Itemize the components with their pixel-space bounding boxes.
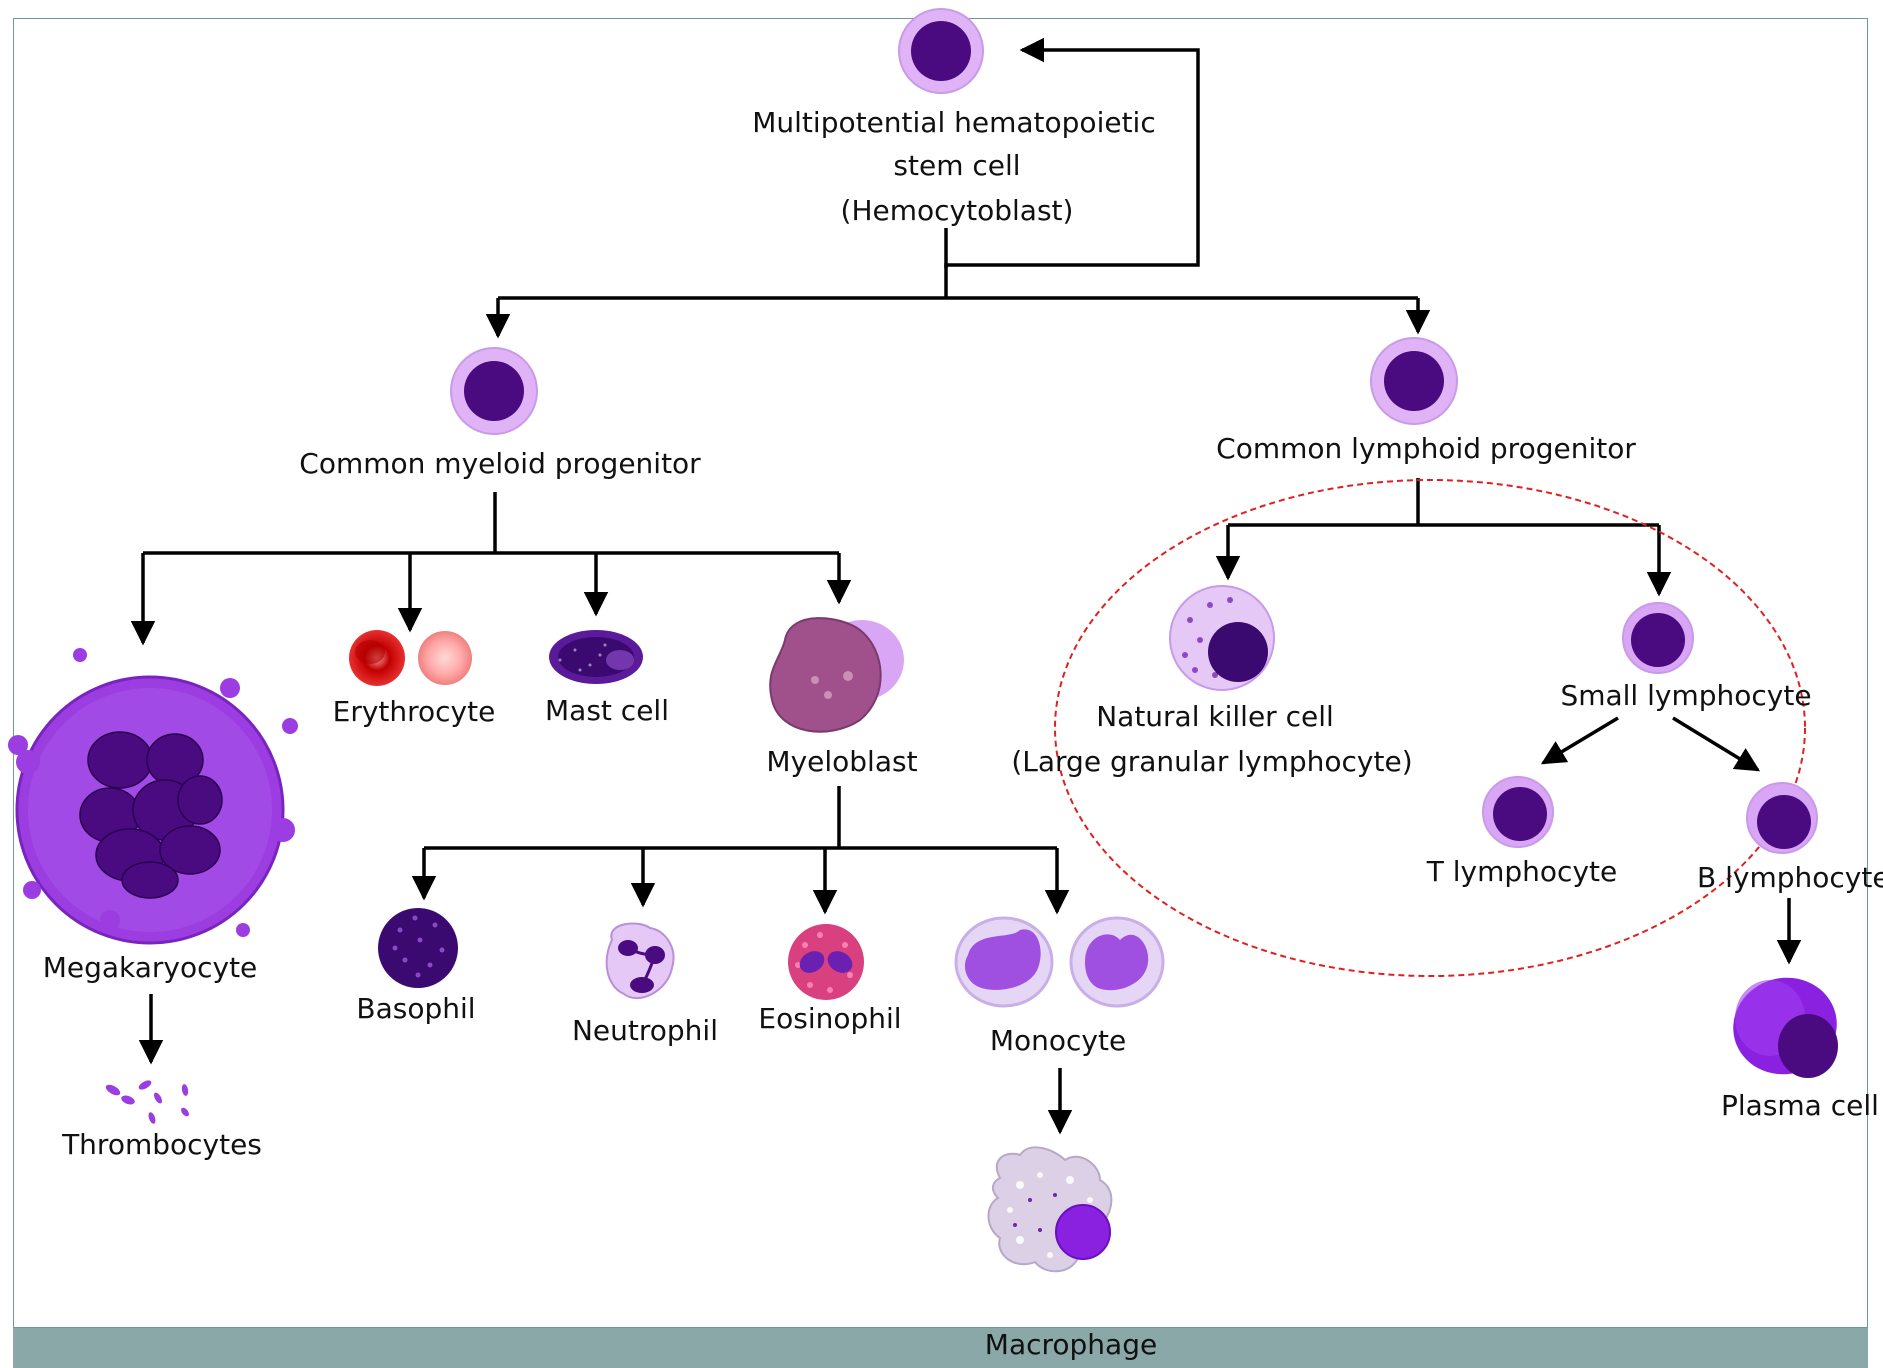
nk-label-line2: (Large granular lymphocyte): [1011, 745, 1412, 778]
basophil-cell: [378, 908, 458, 988]
nk-cell: [1169, 585, 1275, 691]
mast-cell: [549, 630, 643, 684]
macrophage-cell: [987, 1146, 1113, 1273]
mast-cell-label: Mast cell: [545, 694, 669, 727]
thrombocytes-cells: [105, 1080, 189, 1124]
megakaryocyte-cell: [8, 648, 298, 945]
labels: Multipotential hematopoietic stem cell (…: [43, 106, 1883, 1361]
neutrophil-label: Neutrophil: [572, 1014, 718, 1047]
eosinophil-cell: [788, 924, 864, 1000]
lymphoid-highlight-ellipse: [1054, 479, 1806, 977]
arrow-to-b-lymphocyte: [1672, 716, 1761, 772]
t-lymphocyte-label: T lymphocyte: [1426, 855, 1617, 888]
lymphoid-progenitor-cell: [1370, 337, 1458, 425]
small-lymphocyte-label: Small lymphocyte: [1560, 679, 1811, 712]
myeloid-progenitor-cell: [450, 347, 538, 435]
megakaryocyte-label: Megakaryocyte: [43, 951, 258, 984]
nk-label-line1: Natural killer cell: [1096, 700, 1334, 733]
erythrocyte-label: Erythrocyte: [333, 695, 496, 728]
thrombocytes-label: Thrombocytes: [61, 1128, 262, 1161]
hsc-label-line3: (Hemocytoblast): [841, 194, 1074, 227]
monocyte-cells: [954, 916, 1165, 1008]
myeloid-label: Common myeloid progenitor: [299, 447, 701, 480]
myeloblast-cell: [769, 617, 904, 733]
hsc-cell: [898, 8, 984, 94]
neutrophil-cell: [605, 922, 675, 1000]
basophil-label: Basophil: [356, 992, 475, 1025]
macrophage-label: Macrophage: [985, 1328, 1157, 1361]
plasma-cell: [1733, 977, 1838, 1078]
small-lymphocyte-cell: [1622, 602, 1694, 674]
bottom-bar: [13, 1328, 1868, 1368]
plasma-cell-label: Plasma cell: [1721, 1089, 1879, 1122]
hsc-label-line1: Multipotential hematopoietic: [752, 106, 1155, 139]
b-lymphocyte-label: B lymphocyte: [1697, 861, 1883, 894]
t-lymphocyte-cell: [1482, 776, 1554, 848]
b-lymphocyte-cell: [1746, 782, 1818, 854]
monocyte-label: Monocyte: [990, 1024, 1126, 1057]
myeloblast-label: Myeloblast: [766, 745, 917, 778]
erythrocyte-cells: [349, 630, 472, 686]
connectors: [130, 37, 1802, 1135]
arrow-to-t-lymphocyte: [1540, 716, 1619, 765]
hsc-label-line2: stem cell: [893, 149, 1020, 182]
lymphoid-label: Common lymphoid progenitor: [1216, 432, 1636, 465]
eosinophil-label: Eosinophil: [758, 1002, 901, 1035]
